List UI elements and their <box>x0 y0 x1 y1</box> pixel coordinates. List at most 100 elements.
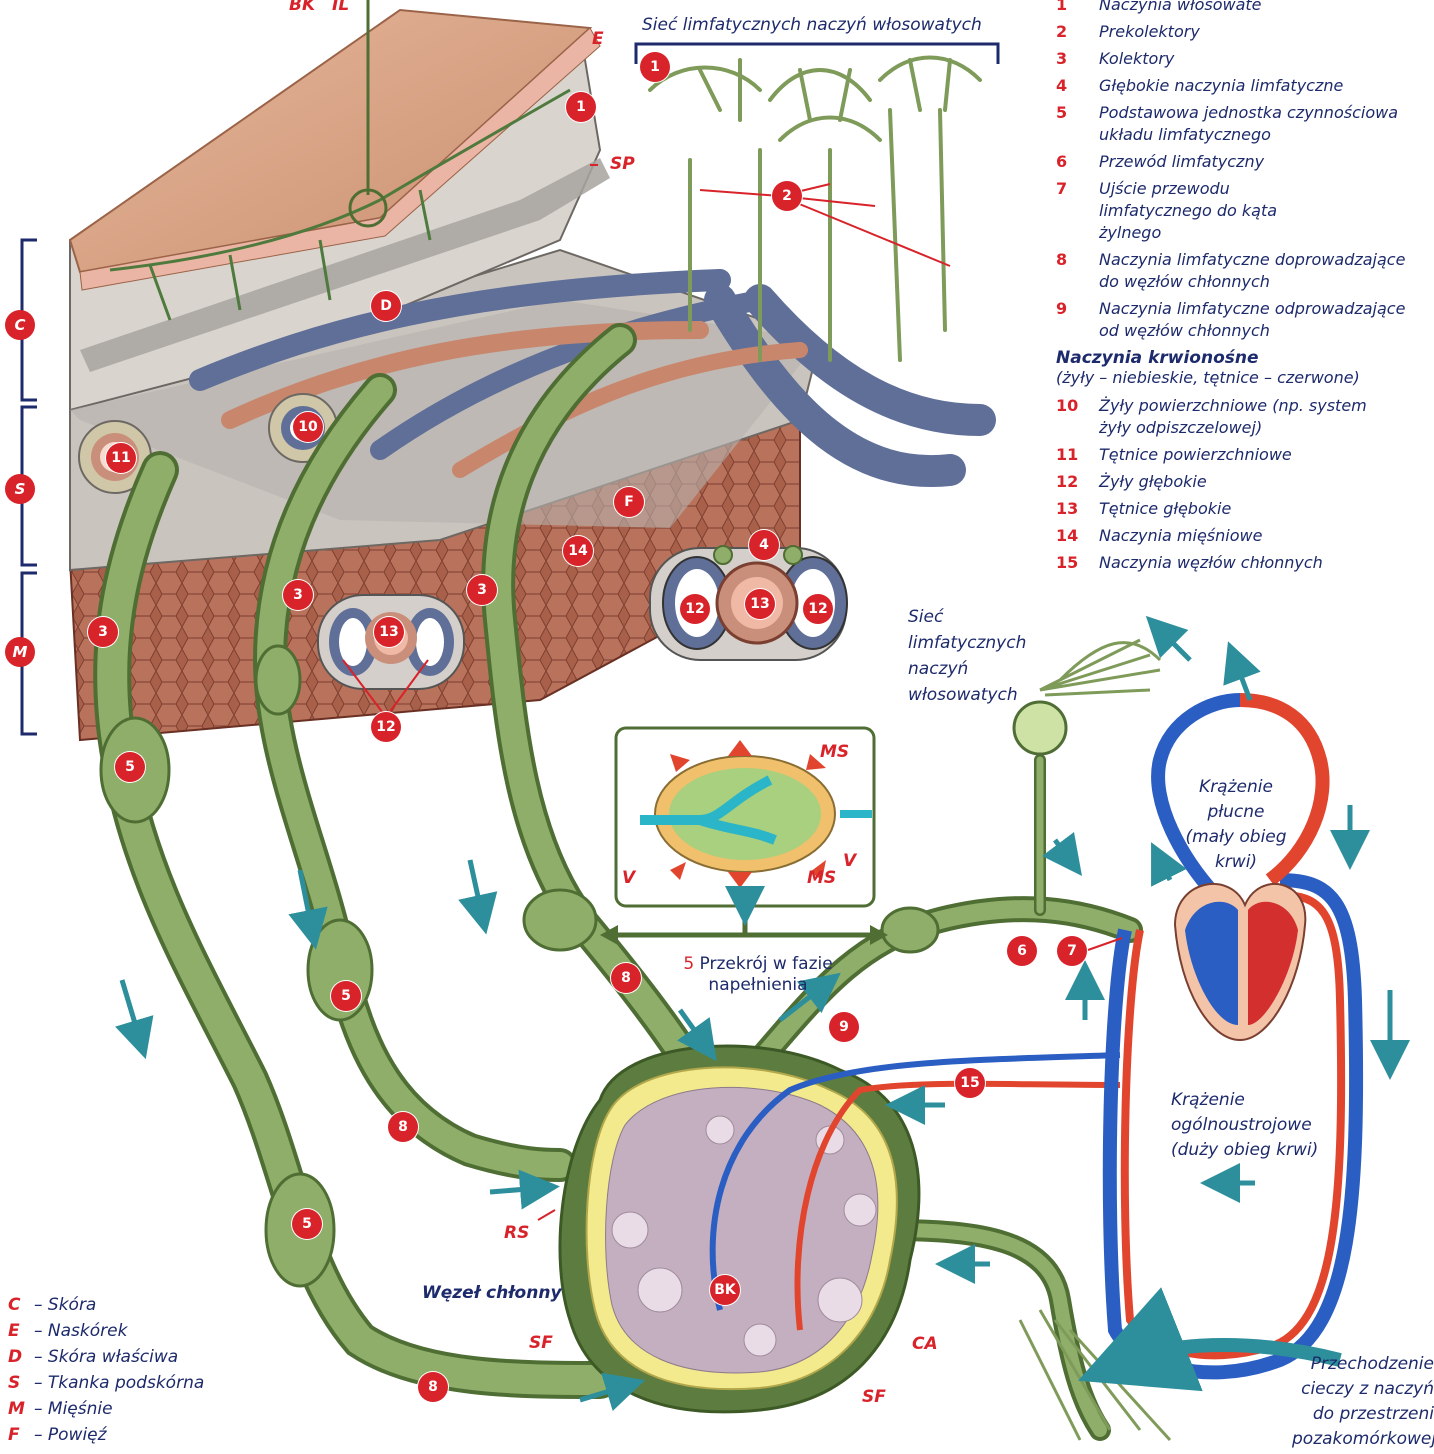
legend-num: 14 <box>1056 525 1099 547</box>
capillary-network-title: Sieć limfatycznych naczyń włosowatych <box>642 14 982 36</box>
lymph-node-title: Węzeł chłonny <box>422 1282 562 1304</box>
bracket-s: S <box>5 474 35 504</box>
legend-text: Przewód limfatyczny <box>1099 151 1264 173</box>
side-line-2: limfatycznych <box>908 630 1026 656</box>
badge-f: F <box>614 487 644 517</box>
legend-text: Prekolektory <box>1099 21 1200 43</box>
legend-text: Żyły głębokie <box>1099 471 1207 493</box>
inset-caption: 5 Przekrój w fazie napełnienia <box>648 954 868 996</box>
abbr-item: C– Skóra <box>8 1292 204 1318</box>
legend-text: Głębokie naczynia limfatyczne <box>1099 75 1343 97</box>
badge-8-bottom: 8 <box>418 1372 448 1402</box>
side-line-3: naczyń <box>908 656 1026 682</box>
inset-ms-bottom: MS <box>807 867 836 889</box>
pulmonary-label: Krążenie płucne (mały obieg krwi) <box>1163 775 1309 875</box>
systemic-label: Krążenie ogólnoustrojowe (duży obieg krw… <box>1171 1088 1318 1163</box>
abbr-item: M– Mięśnie <box>8 1396 204 1422</box>
top-label-il: IL <box>332 0 349 16</box>
legend-num: 5 <box>1056 102 1099 146</box>
bracket-m: M <box>5 637 35 667</box>
fluid-line-2: cieczy z naczyń <box>1292 1377 1434 1402</box>
systemic-line-1: Krążenie <box>1171 1088 1318 1113</box>
inset-pointer <box>608 906 880 935</box>
badge-13-muscle: 13 <box>374 617 404 647</box>
abbreviation-legend: C– Skóra E– Naskórek D– Skóra właściwa S… <box>8 1292 204 1448</box>
badge-4: 4 <box>749 530 779 560</box>
legend-text: Naczynia limfatyczne odprowadzające od w… <box>1099 298 1429 342</box>
legend-text: Tętnice powierzchniowe <box>1099 444 1292 466</box>
abbr-letter: M <box>8 1396 34 1422</box>
badge-11: 11 <box>106 443 136 473</box>
abbr-letter: E <box>8 1318 34 1344</box>
legend-num: 7 <box>1056 178 1099 244</box>
pulmonary-line-1: Krążenie <box>1163 775 1309 800</box>
legend-num: 10 <box>1056 395 1099 439</box>
legend-text: Naczynia mięśniowe <box>1099 525 1262 547</box>
heart <box>1175 884 1305 1040</box>
inset-ms-top: MS <box>820 741 849 763</box>
legend-num: 11 <box>1056 444 1099 466</box>
legend-item-15: 15Naczynia węzłów chłonnych <box>1056 552 1434 574</box>
blood-vessels-subheading: (żyły – niebieskie, tętnice – czerwone) <box>1056 368 1434 387</box>
legend-text: Ujście przewodu limfatycznego do kąta ży… <box>1099 178 1334 244</box>
legend-text: Naczynia włosowate <box>1099 0 1262 16</box>
abbr-letter: S <box>8 1370 34 1396</box>
label-epidermis: E <box>592 28 604 50</box>
lymph-node <box>560 1046 919 1412</box>
fluid-transfer-label: Przechodzenie cieczy z naczyń do przestr… <box>1292 1352 1434 1452</box>
inset-caption-num: 5 <box>683 954 694 974</box>
pulmonary-line-4: krwi) <box>1163 850 1309 875</box>
top-label-bk: BK <box>289 0 315 16</box>
badge-7: 7 <box>1057 936 1087 966</box>
systemic-line-3: (duży obieg krwi) <box>1171 1138 1318 1163</box>
fluid-line-3: do przestrzeni <box>1292 1402 1434 1427</box>
legend-num: 13 <box>1056 498 1099 520</box>
badge-13-deep: 13 <box>745 589 775 619</box>
badge-9: 9 <box>829 1012 859 1042</box>
badge-6: 6 <box>1007 936 1037 966</box>
legend-num: 4 <box>1056 75 1099 97</box>
badge-1-skin: 1 <box>566 92 596 122</box>
legend-text: Kolektory <box>1099 48 1174 70</box>
badge-14: 14 <box>563 536 593 566</box>
abbr-text: – Mięśnie <box>34 1399 113 1419</box>
legend-text: Żyły powierzchniowe (np. system żyły odp… <box>1099 395 1379 439</box>
legend-num: 3 <box>1056 48 1099 70</box>
badge-2: 2 <box>772 181 802 211</box>
badge-3-right: 3 <box>467 575 497 605</box>
abbr-text: – Powięź <box>34 1425 107 1445</box>
pulmonary-line-3: (mały obieg <box>1163 825 1309 850</box>
badge-d: D <box>371 291 401 321</box>
inset-v-left: V <box>622 867 635 889</box>
abbr-letter: F <box>8 1422 34 1448</box>
node-label-ca: CA <box>912 1333 938 1355</box>
badge-5-upper-left: 5 <box>115 752 145 782</box>
abbr-item: D– Skóra właściwa <box>8 1344 204 1370</box>
lymph-valve <box>1014 702 1066 754</box>
abbr-text: – Skóra <box>34 1295 96 1315</box>
abbr-letter: D <box>8 1344 34 1370</box>
lymph-capillary-fan-top <box>1040 640 1160 695</box>
badge-12-left: 12 <box>680 594 710 624</box>
capillary-network-side-label: Sieć limfatycznych naczyń włosowatych <box>908 604 1026 708</box>
badge-1-network: 1 <box>640 52 670 82</box>
legend-num: 6 <box>1056 151 1099 173</box>
legend-item-13: 13Tętnice głębokie <box>1056 498 1434 520</box>
legend-item-9: 9Naczynia limfatyczne odprowadzające od … <box>1056 298 1434 342</box>
fluid-line-4: pozakomórkowej <box>1292 1427 1434 1452</box>
badge-5-middle: 5 <box>331 981 361 1011</box>
badge-3-left: 3 <box>88 617 118 647</box>
badge-3-middle: 3 <box>283 580 313 610</box>
bracket-c: C <box>5 310 35 340</box>
legend-text: Naczynia limfatyczne doprowadzające do w… <box>1099 249 1429 293</box>
label-sp: SP <box>610 153 635 175</box>
systemic-line-2: ogólnoustrojowe <box>1171 1113 1318 1138</box>
node-label-rs: RS <box>504 1222 529 1244</box>
